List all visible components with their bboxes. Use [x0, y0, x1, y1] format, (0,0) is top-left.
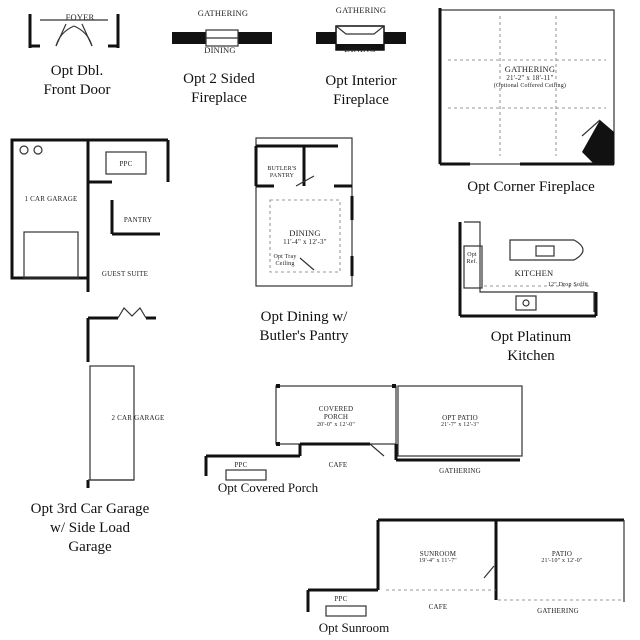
caption-dbl-front-door: Opt Dbl. Front Door	[43, 63, 111, 98]
opt-patio-label: OPT PATIO	[442, 414, 478, 422]
gathering-sunroom-label: GATHERING	[537, 607, 579, 615]
caption-corner-fireplace: Opt Corner Fireplace	[467, 179, 595, 195]
corner-gathering-note: (Optional Coffered Ceiling)	[493, 83, 567, 89]
gathering-porch-label: GATHERING	[439, 467, 481, 475]
cafe-sunroom-label: CAFE	[428, 603, 448, 611]
ppc-sunroom-label: PPC	[334, 595, 348, 603]
pantry-label: PANTRY	[123, 216, 153, 224]
cafe-porch-label: CAFE	[328, 461, 348, 469]
gathering-label-2sided: GATHERING	[197, 8, 249, 18]
caption-interior-fireplace: Opt Interior Fireplace	[325, 73, 397, 108]
covered-porch-label: COVERED PORCH	[318, 405, 354, 421]
corner-gathering-label: GATHERING	[504, 64, 556, 74]
patio-label: PATIO	[551, 550, 573, 558]
caption-platinum-kitchen: Opt Platinum Kitchen	[490, 329, 572, 364]
butlers-pantry-label: BUTLER'S PANTRY	[267, 166, 297, 179]
caption-two-sided-fireplace: Opt 2 Sided Fireplace	[183, 71, 255, 106]
sunroom-label: SUNROOM	[419, 550, 457, 558]
sunroom-dims: 19'-4" x 11'-7"	[419, 558, 457, 564]
guest-suite-label: GUEST SUITE	[101, 270, 149, 278]
dining-label-interior: DINING	[344, 44, 376, 54]
gathering-label-interior: GATHERING	[335, 5, 387, 15]
corner-fireplace-plan	[438, 8, 615, 166]
caption-third-car-garage: Opt 3rd Car Garage w/ Side Load Garage	[30, 501, 150, 555]
one-car-garage-label: 1 CAR GARAGE	[24, 195, 78, 203]
caption-sunroom: Opt Sunroom	[318, 620, 390, 635]
covered-porch-dims: 20'-0" x 12'-0"	[316, 422, 356, 428]
dbl-front-door-plan	[28, 14, 120, 48]
patio-dims: 21'-10" x 12'-0"	[541, 558, 583, 564]
foyer-label: FOYER	[65, 12, 95, 22]
platinum-kitchen-plan	[458, 221, 598, 318]
interior-fireplace-plan	[316, 25, 406, 51]
sunroom-plan	[306, 518, 625, 617]
opt-ref-label: Opt Ref.	[466, 252, 478, 265]
third-car-garage-plan	[10, 138, 170, 488]
two-car-garage-label: 2 CAR GARAGE	[111, 414, 165, 422]
kitchen-label: KITCHEN	[514, 268, 554, 278]
dining-label: DINING	[289, 228, 321, 238]
dining-dims: 11'-4" x 12'-3"	[283, 238, 327, 246]
dining-butlers-pantry-plan	[254, 137, 354, 287]
ppc-garage-label: PPC	[119, 160, 133, 168]
covered-porch-plan	[204, 384, 523, 481]
drop-soffit-label: 12" Drop Soffit	[547, 282, 589, 288]
caption-covered-porch: Opt Covered Porch	[217, 480, 319, 495]
opt-tray-ceiling-label: Opt Tray Ceiling	[273, 254, 297, 267]
opt-patio-dims: 21'-7" x 12'-3"	[440, 422, 480, 428]
two-sided-fireplace-plan	[172, 29, 272, 47]
caption-dining-butlers-pantry: Opt Dining w/ Butler's Pantry	[259, 309, 349, 344]
dining-label-2sided: DINING	[204, 45, 236, 55]
corner-gathering-dims: 21'-2" x 18'-11"	[506, 74, 554, 82]
ppc-porch-label: PPC	[234, 461, 248, 469]
